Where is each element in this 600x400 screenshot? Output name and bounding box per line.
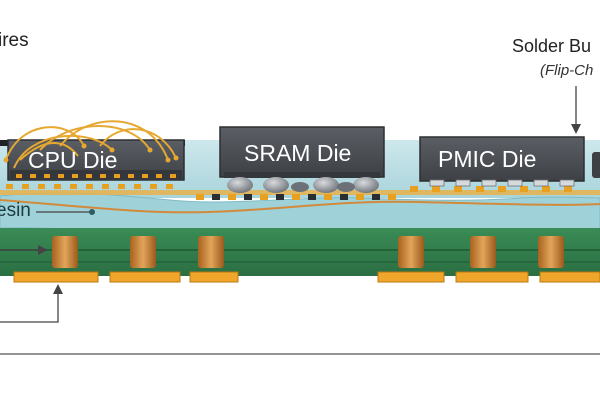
cpu-die-pins (16, 174, 176, 178)
solder-bumps-label: Solder Bu (512, 36, 592, 56)
cpu-die-label: CPU Die (28, 147, 118, 173)
pmic-die (419, 136, 585, 187)
interposer-pads (6, 184, 572, 200)
pmic-pins (429, 179, 575, 187)
pmic-die-label: PMIC Die (438, 146, 537, 172)
trace-strip (0, 190, 600, 214)
solder-bumps (227, 177, 379, 193)
callout-pillar (0, 245, 48, 255)
sram-die (219, 126, 385, 178)
resin-label: esin (0, 200, 31, 221)
sram-die-label: SRAM Die (244, 140, 352, 166)
bond-wires-label: ires (0, 30, 29, 51)
substrate (0, 228, 600, 276)
callout-solder-bump (571, 86, 581, 134)
bottom-pads (13, 271, 600, 283)
bond-wire-ends (3, 143, 179, 163)
flip-chip-label: (Flip-Ch (540, 62, 594, 79)
edge-component (592, 152, 600, 178)
bond-wires (5, 120, 177, 169)
callout-bottom-pad (0, 284, 63, 323)
copper-pillars (52, 236, 564, 268)
callout-resin (36, 209, 95, 215)
